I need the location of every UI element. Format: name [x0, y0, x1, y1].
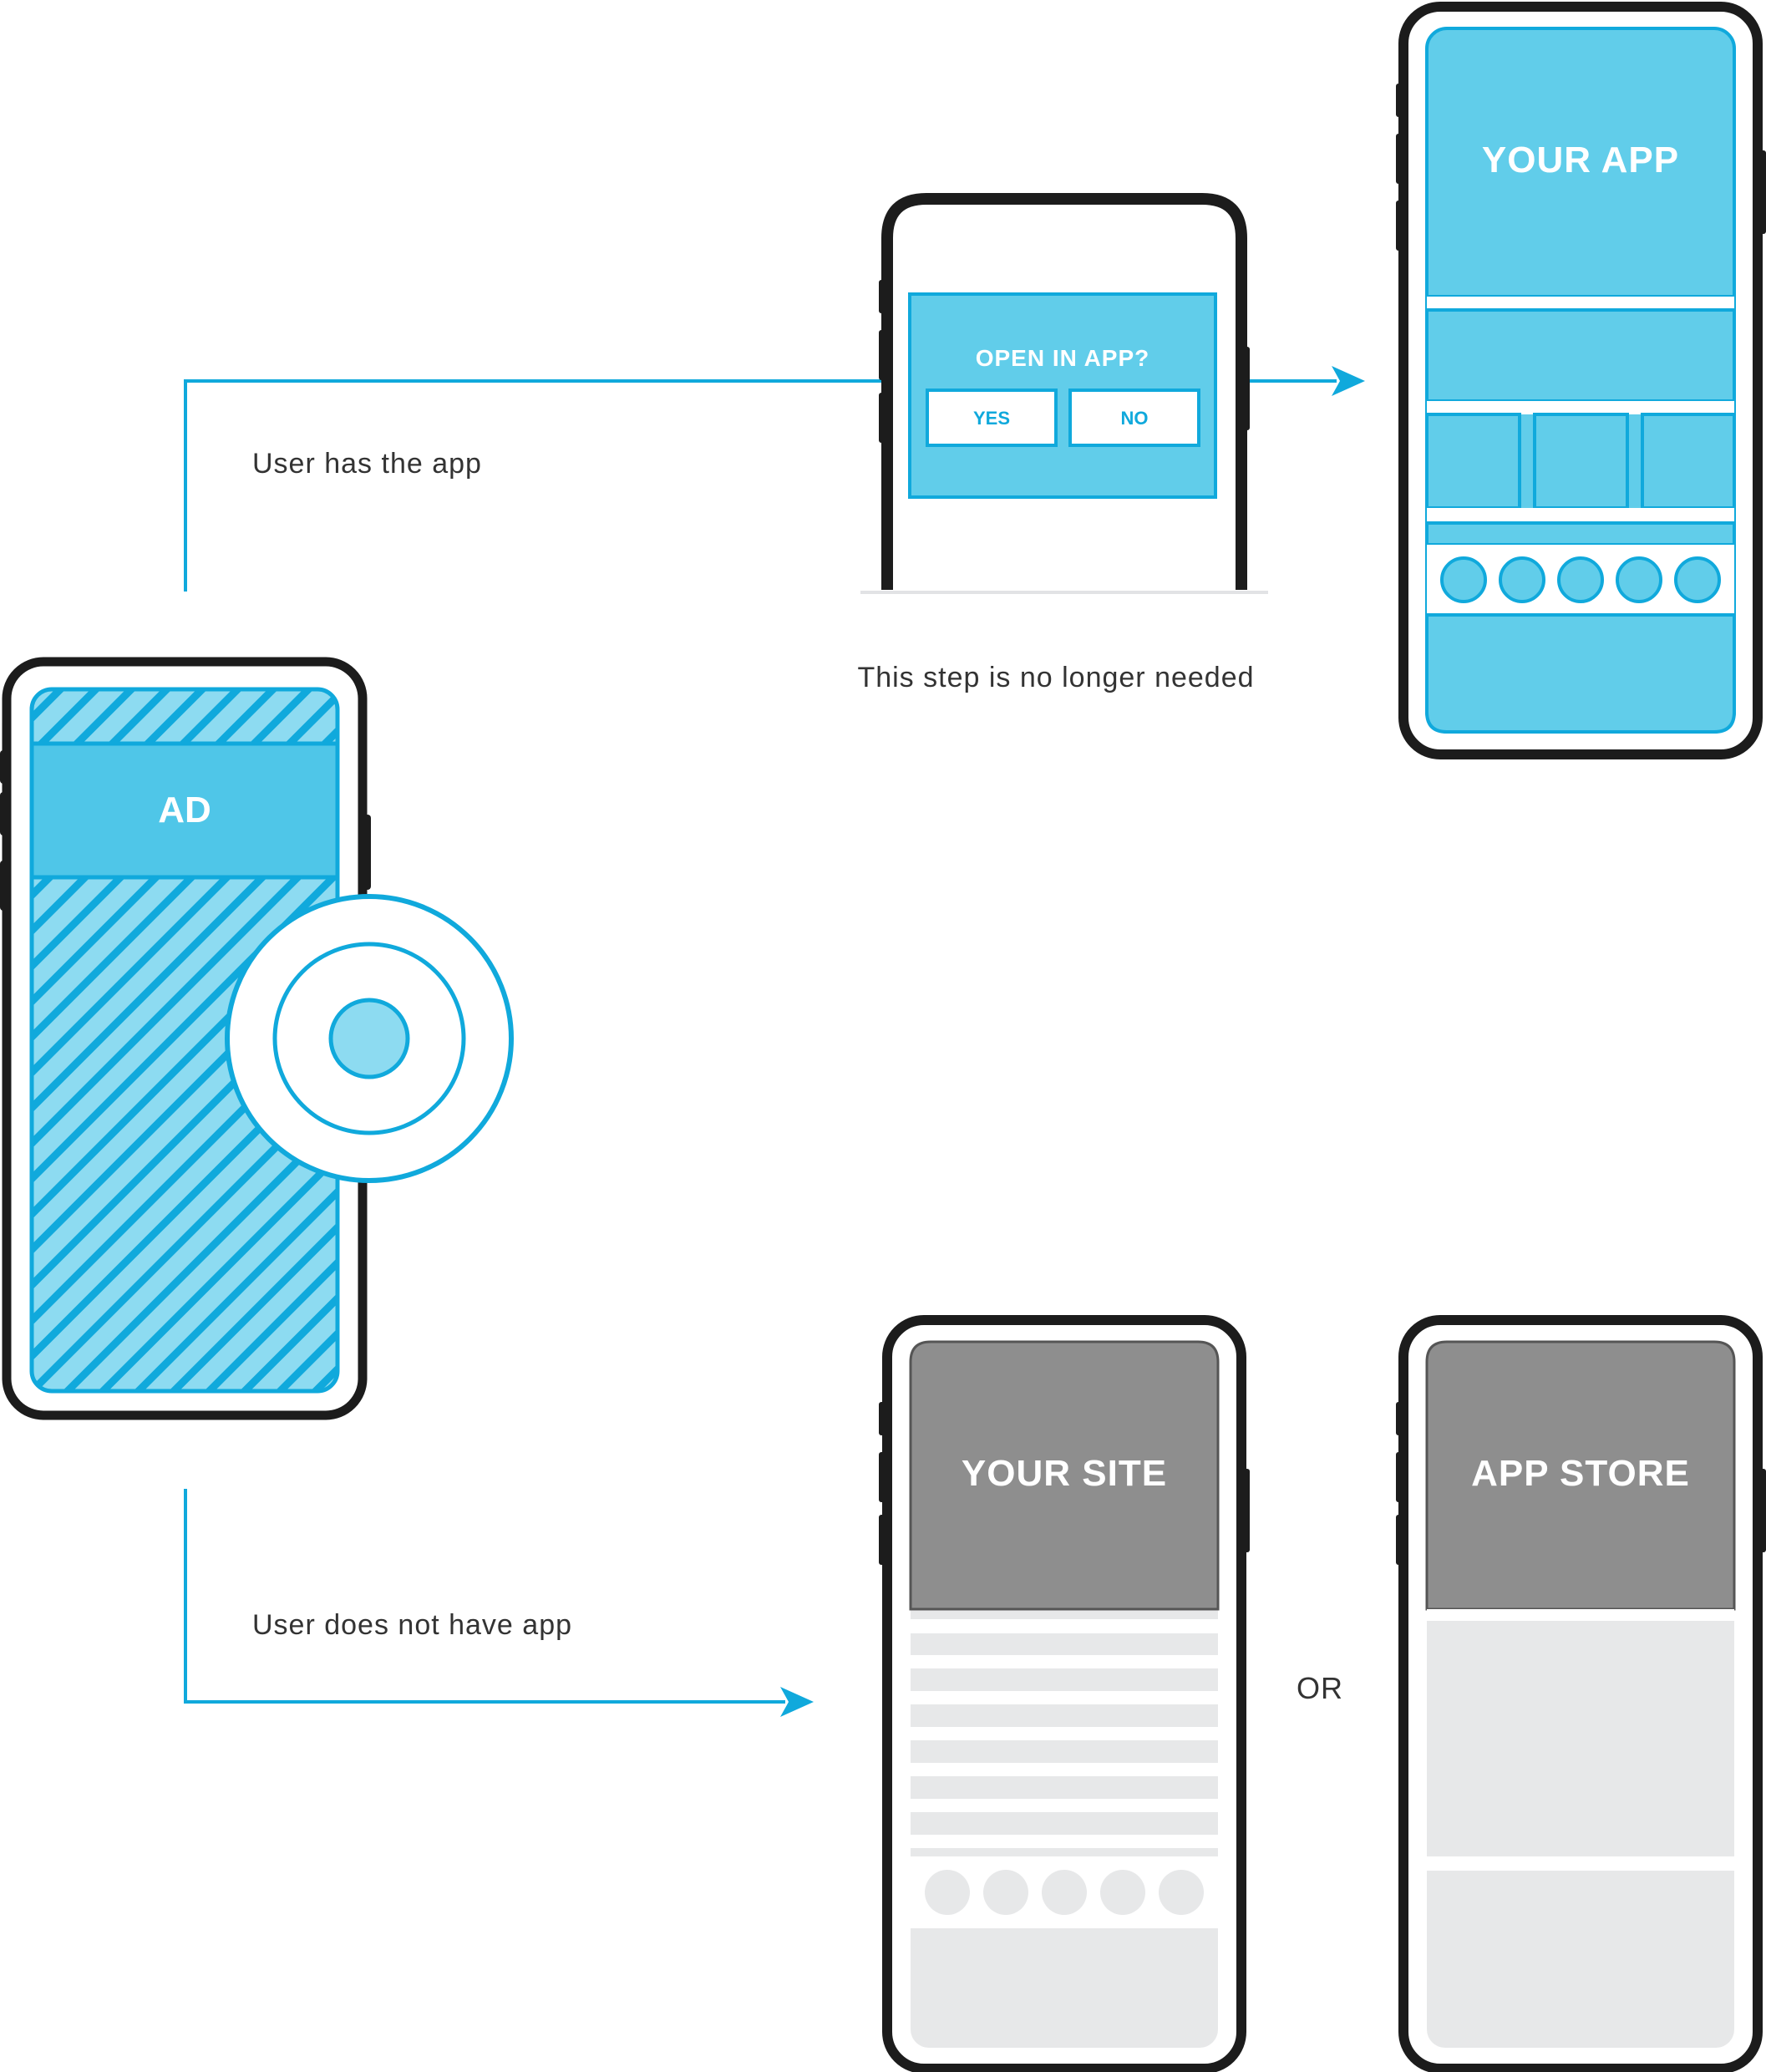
ad-label: AD — [158, 790, 211, 830]
yes-button[interactable] — [926, 388, 1058, 447]
or-label: OR — [1297, 1671, 1343, 1705]
user-no-app-connector — [184, 1489, 814, 1717]
open-in-app-title: OPEN IN APP? — [976, 345, 1150, 371]
step-note-label: This step is no longer needed — [857, 662, 1254, 693]
your-site-title: YOUR SITE — [962, 1453, 1167, 1494]
no-button[interactable] — [1068, 388, 1200, 447]
tap-target-icon — [225, 894, 514, 1183]
your-app-title: YOUR APP — [1482, 140, 1679, 180]
user-has-app-connector — [184, 366, 1365, 592]
yes-button-label: YES — [973, 408, 1010, 429]
your-app-phone: YOUR APP — [1396, 2, 1766, 759]
arrow-right-icon — [1332, 366, 1365, 396]
prompt-phone: OPEN IN APP? YES NO — [860, 193, 1268, 594]
no-button-label: NO — [1121, 408, 1149, 429]
app-store-title: APP STORE — [1471, 1453, 1690, 1494]
arrow-right-icon — [780, 1687, 814, 1717]
app-store-phone: APP STORE — [1396, 1315, 1766, 2072]
ad-phone: AD — [0, 657, 371, 1420]
your-site-phone: YOUR SITE — [879, 1315, 1250, 2072]
user-no-app-label: User does not have app — [252, 1609, 572, 1641]
ad-banner[interactable] — [29, 741, 340, 880]
user-has-app-label: User has the app — [252, 448, 482, 480]
